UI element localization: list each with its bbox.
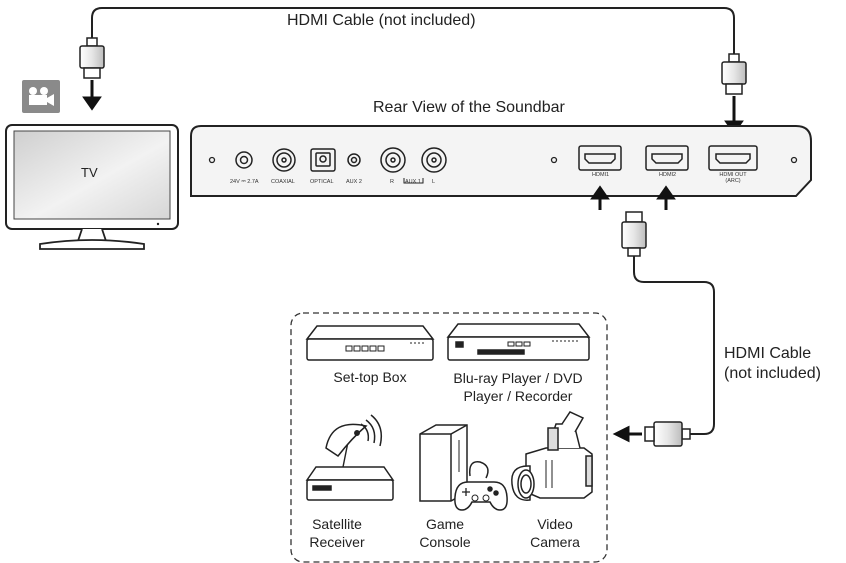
- top-hdmi-cable: [91, 7, 735, 55]
- optical-jack: [310, 148, 336, 172]
- video-label-line2: Camera: [530, 534, 580, 550]
- side-hdmi-cable: [633, 256, 715, 435]
- bluray-player-icon: [446, 323, 591, 361]
- aux2-port-label: AUX 2: [346, 179, 362, 185]
- aux2-jack: [347, 153, 361, 167]
- game-console-icon: [419, 424, 508, 511]
- video-label-line1: Video: [537, 516, 573, 532]
- bluray-label-line2: Player / Recorder: [463, 388, 573, 404]
- hdmi-out-port: [708, 145, 758, 171]
- satellite-label: Satellite Receiver: [302, 515, 372, 551]
- satellite-label-line2: Receiver: [309, 534, 365, 550]
- hdmi1-port: [578, 145, 622, 171]
- optical-port-label: OPTICAL: [310, 179, 334, 185]
- dc-power-jack: [235, 151, 253, 169]
- side-cable-label: HDMI Cable (not included): [724, 344, 821, 384]
- hdmi2-port-label: HDMI2: [659, 172, 677, 178]
- l-port-label: L: [432, 179, 436, 185]
- tv-set: [5, 124, 179, 250]
- arrow-up-hdmi1: [590, 185, 610, 210]
- video-camera-icon: [22, 80, 60, 113]
- side-cable-label-line1: HDMI Cable: [724, 345, 812, 362]
- video-camera-label: Video Camera: [520, 515, 590, 551]
- set-top-box-icon: [305, 325, 435, 361]
- bluray-label-line1: Blu-ray Player / DVD: [453, 370, 583, 386]
- game-console-label: Game Console: [413, 515, 477, 551]
- hdmi-out-label-line1: HDMI OUT: [719, 172, 747, 178]
- video-camera-device-icon: [511, 411, 593, 501]
- hdmi-plug-tv: [79, 37, 105, 79]
- hdmi2-port: [645, 145, 689, 171]
- arrow-left-devices: [612, 425, 642, 443]
- rear-view-title: Rear View of the Soundbar: [373, 99, 565, 116]
- hdmi-out-label-line2: (ARC): [725, 178, 741, 184]
- satellite-receiver-icon: [305, 414, 395, 501]
- satellite-label-line1: Satellite: [312, 516, 362, 532]
- top-cable-label: HDMI Cable (not included): [287, 12, 476, 29]
- side-hdmi-plug-top: [621, 211, 647, 257]
- hdmi-plug-soundbar-out: [721, 53, 747, 95]
- r-port-label: R: [390, 179, 394, 185]
- soundbar-rear-panel: [190, 125, 812, 197]
- hdmi-out-port-label: HDMI OUT (ARC): [712, 172, 754, 184]
- tv-label: TV: [81, 165, 98, 180]
- side-hdmi-plug-bottom: [644, 421, 691, 447]
- coaxial-port-label: COAXIAL: [271, 179, 295, 185]
- settop-label: Set-top Box: [333, 369, 407, 385]
- aux1-jacks: [380, 147, 447, 184]
- coaxial-jack: [272, 148, 296, 172]
- source-devices-group: [290, 312, 608, 563]
- bluray-label: Blu-ray Player / DVD Player / Recorder: [437, 369, 599, 405]
- game-label-line1: Game: [425, 516, 465, 532]
- side-cable-label-line2: (not included): [724, 365, 821, 382]
- dc-port-label: 24V ⎓ 2.7A: [230, 179, 259, 185]
- arrow-up-hdmi2: [656, 185, 676, 210]
- arrow-down-tv: [82, 80, 102, 111]
- game-label-line2: Console: [419, 534, 471, 550]
- aux1-port-label: AUX 1: [405, 179, 421, 185]
- hdmi1-port-label: HDMI1: [592, 172, 610, 178]
